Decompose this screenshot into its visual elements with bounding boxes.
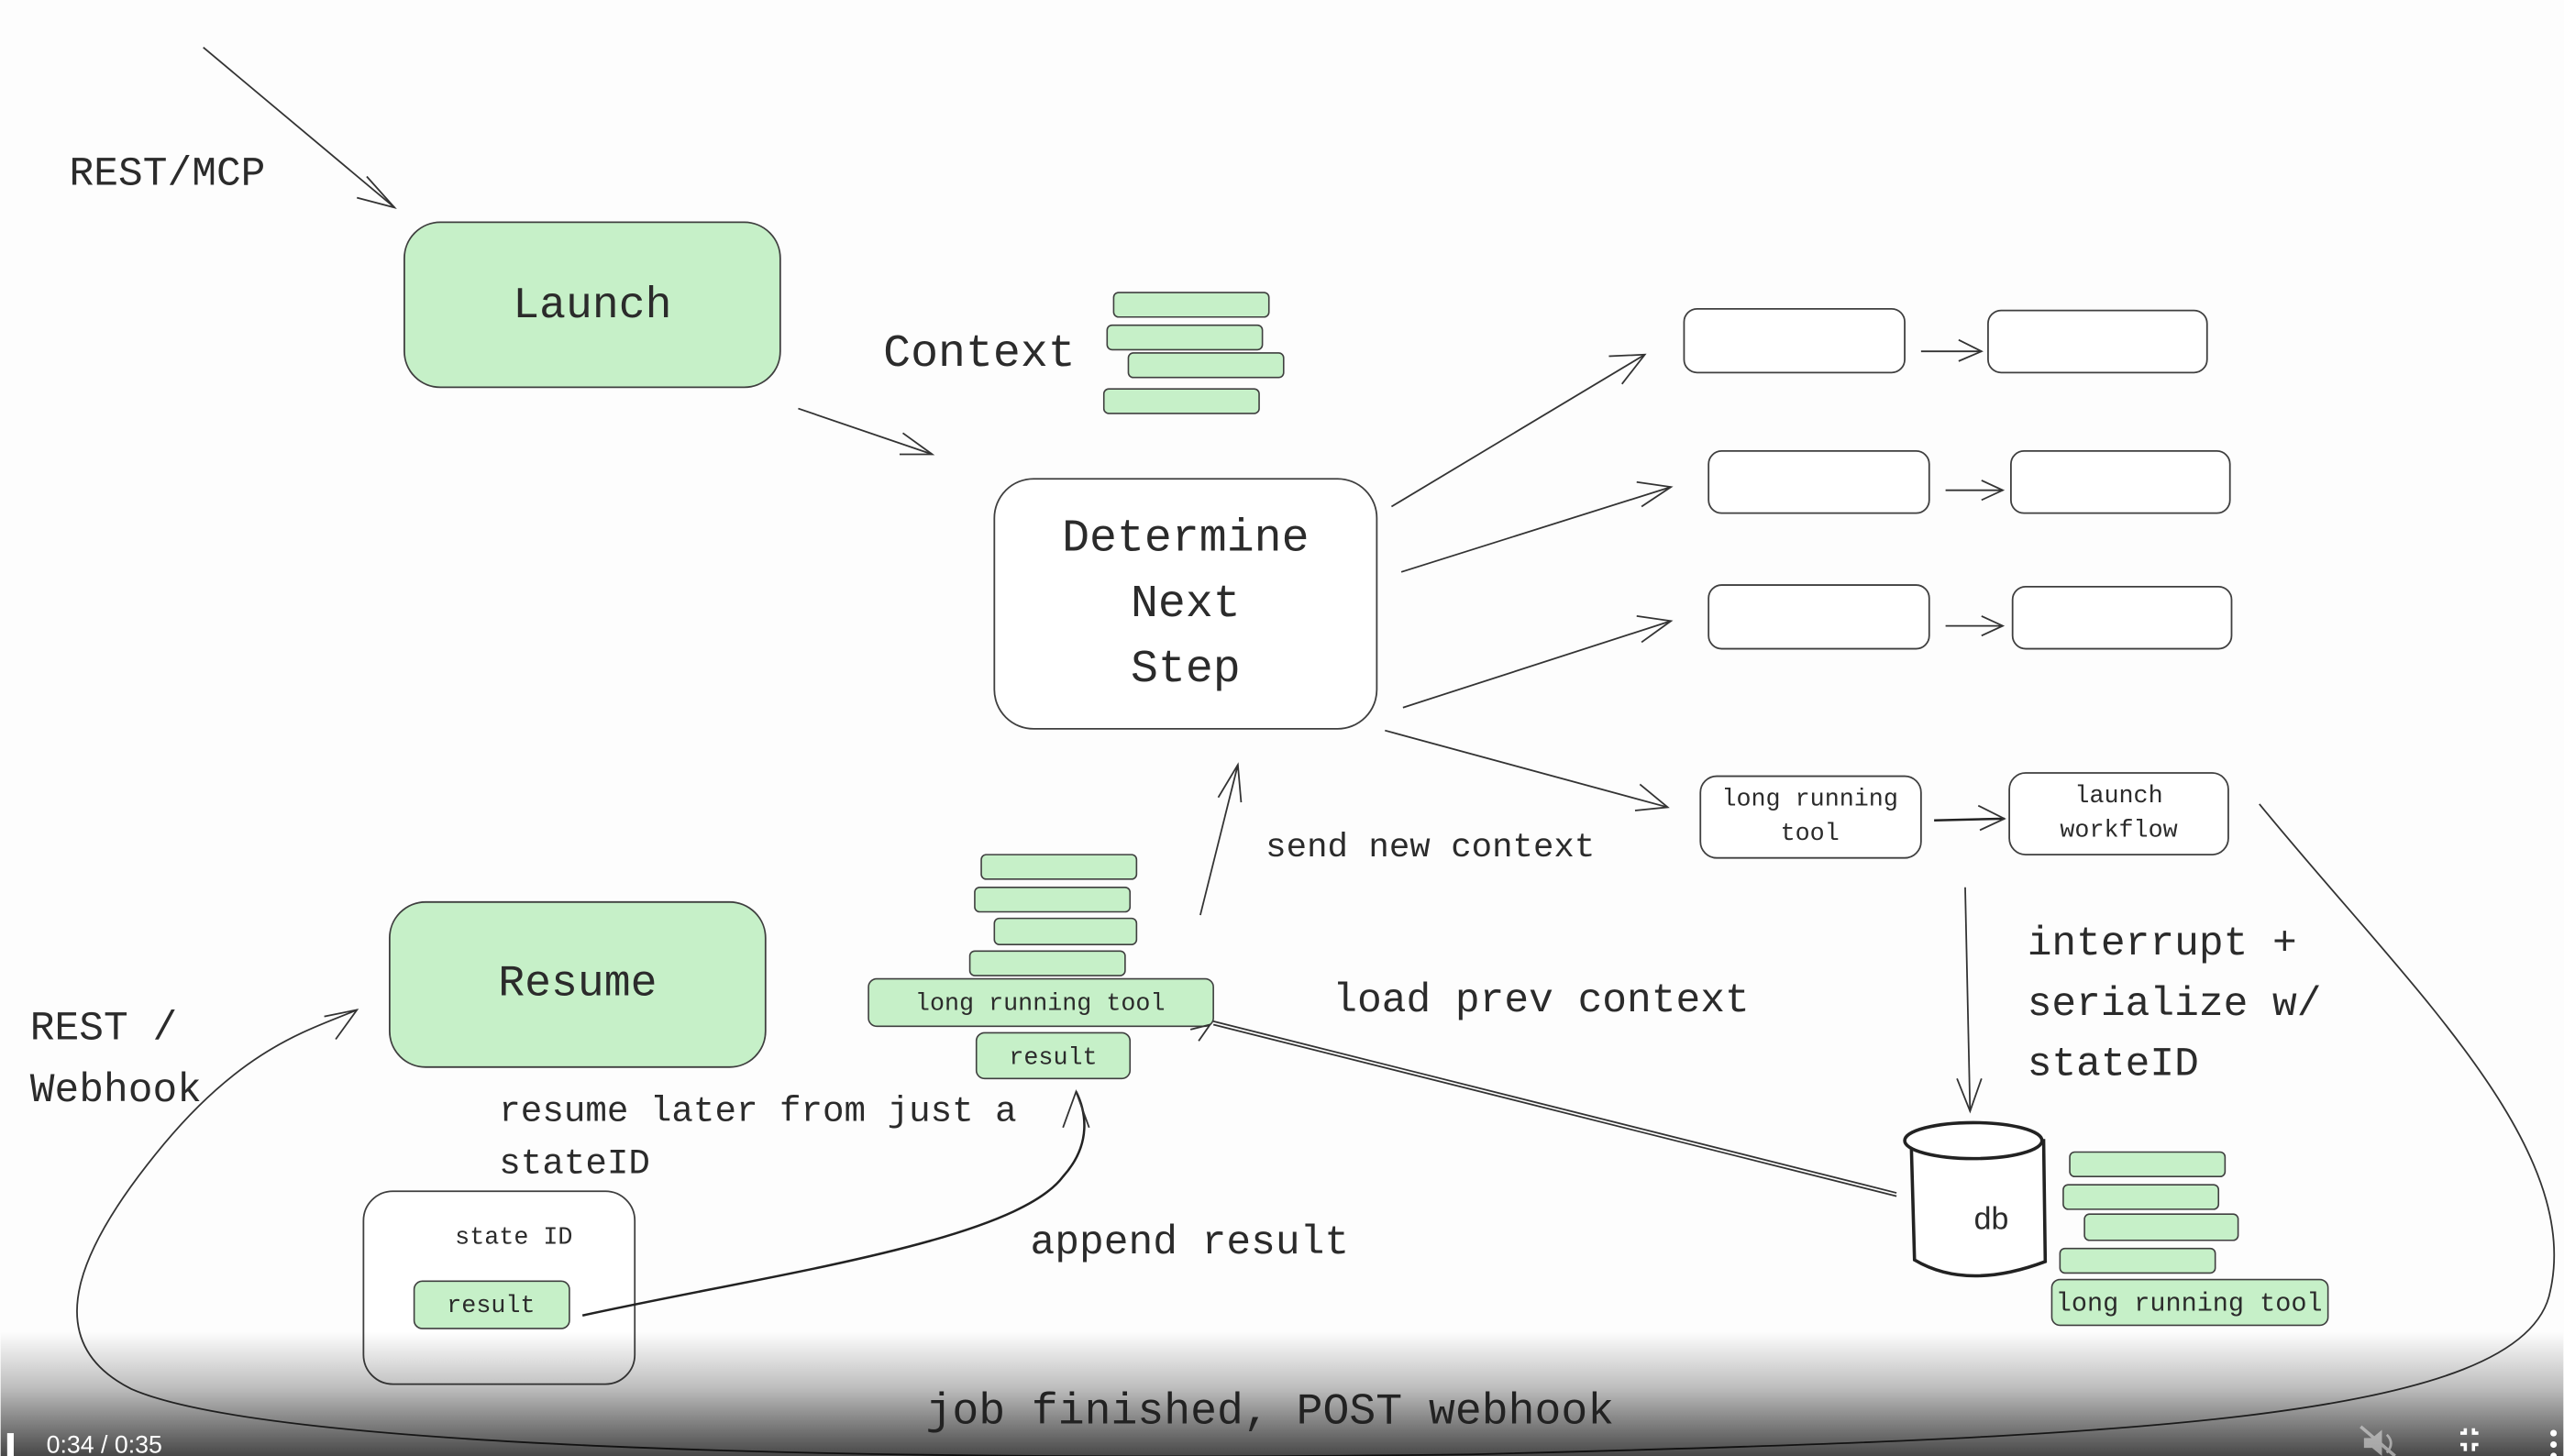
context-chip — [1127, 352, 1285, 379]
arrow-launch-to-determine — [798, 407, 935, 456]
resume-context-stack: long running tool result — [868, 854, 1214, 1080]
context-chip — [1106, 324, 1264, 351]
long-running-tool-line-1: long running — [1721, 787, 1897, 814]
context-label: Context — [883, 327, 1076, 380]
load-prev-context-label: load prev context — [1332, 978, 1749, 1024]
arrow-send-new-context — [1199, 762, 1243, 916]
state-result-chip — [413, 1280, 570, 1329]
time-display: 0:34 / 0:35 — [47, 1430, 162, 1456]
db-context-stack: long running tool — [2050, 1151, 2329, 1327]
context-chip — [974, 886, 1132, 913]
branch-arrow-1 — [1390, 353, 1647, 508]
long-running-tool-chip-label: long running tool — [915, 990, 1166, 1018]
resume-node-label: Resume — [498, 959, 657, 1009]
branch-row-3 — [1707, 584, 2233, 650]
long-running-tool-node — [1699, 775, 1922, 859]
branch-1-step-2 — [1987, 309, 2208, 374]
branch-2-step-2 — [2010, 450, 2231, 514]
branch-arrow-2 — [1400, 480, 1674, 573]
branch-row-2 — [1707, 450, 2231, 514]
launch-workflow-node — [2008, 772, 2229, 856]
arrow-rest-to-launch — [203, 47, 397, 209]
video-controls-gradient — [0, 1331, 2564, 1456]
state-result-chip-label: result — [447, 1293, 535, 1320]
context-chip — [993, 917, 1138, 945]
db-long-running-tool-chip — [2050, 1278, 2329, 1327]
context-chip — [2062, 1184, 2220, 1210]
arrow-append-result — [581, 1088, 1090, 1317]
launch-workflow-line-2: workflow — [2060, 818, 2177, 845]
branch-arrow-4 — [1385, 729, 1670, 811]
branch-1-step-1 — [1683, 307, 1906, 374]
launch-node: Launch — [403, 221, 781, 389]
result-chip — [975, 1031, 1132, 1080]
context-chip — [1102, 388, 1260, 414]
more-options-icon[interactable] — [2550, 1429, 2558, 1456]
branch-3-step-1 — [1707, 584, 1930, 650]
launch-node-label: Launch — [513, 281, 671, 331]
arrow-load-prev-context — [1189, 1020, 1897, 1197]
branch-3-step-2 — [2011, 585, 2233, 650]
determine-line-1: Determine — [1062, 513, 1309, 565]
append-result-label: append result — [1031, 1220, 1350, 1266]
context-chip — [968, 950, 1126, 976]
send-new-context-label: send new context — [1265, 829, 1595, 867]
long-running-tool-line-2: tool — [1781, 821, 1840, 848]
arrow-webhook-loop — [76, 803, 2556, 1456]
branch-arrow-3 — [1402, 615, 1674, 709]
rest-webhook-label-line-2: Webhook — [30, 1068, 202, 1114]
resume-note-line-2: stateID — [499, 1143, 650, 1185]
rest-webhook-label-line-1: REST / — [30, 1007, 177, 1053]
determine-next-step-node: Determine Next Step — [993, 478, 1378, 730]
context-chip — [2069, 1151, 2227, 1178]
context-stack — [1102, 292, 1285, 414]
db-long-running-tool-chip-label: long running tool — [2056, 1288, 2323, 1318]
resume-note-line-1: resume later from just a — [499, 1091, 1016, 1132]
mute-icon[interactable] — [2360, 1425, 2396, 1456]
interrupt-line-2: serialize w/ — [2028, 982, 2322, 1028]
arrow-interrupt-to-db — [1956, 887, 1983, 1114]
determine-line-3: Step — [1131, 643, 1241, 695]
interrupt-line-3: stateID — [2028, 1042, 2199, 1088]
state-id-title: state ID — [455, 1224, 572, 1252]
branch-row-1 — [1683, 307, 2208, 374]
determine-line-2: Next — [1131, 578, 1241, 630]
resume-node: Resume — [388, 900, 767, 1068]
result-chip-label: result — [1009, 1044, 1097, 1072]
context-chip — [2083, 1213, 2239, 1241]
long-running-tool-chip — [868, 977, 1214, 1028]
context-chip — [2059, 1247, 2216, 1274]
rest-mcp-label: REST/MCP — [70, 151, 266, 197]
job-finished-label: job finished, POST webhook — [925, 1387, 1614, 1437]
branch-2-step-1 — [1707, 450, 1930, 514]
pause-icon[interactable] — [6, 1433, 14, 1456]
context-chip — [980, 854, 1138, 880]
video-controls: 0:34 / 0:35 — [6, 1425, 2558, 1456]
db-label: db — [1974, 1201, 2009, 1236]
db-cylinder: db — [1903, 1120, 2048, 1278]
interrupt-line-1: interrupt + — [2028, 921, 2297, 967]
launch-workflow-line-1: launch — [2074, 783, 2162, 811]
context-chip — [1112, 292, 1270, 318]
branch-row-4: long running tool launch workflow — [1699, 772, 2229, 859]
exit-fullscreen-icon[interactable] — [2460, 1428, 2479, 1451]
